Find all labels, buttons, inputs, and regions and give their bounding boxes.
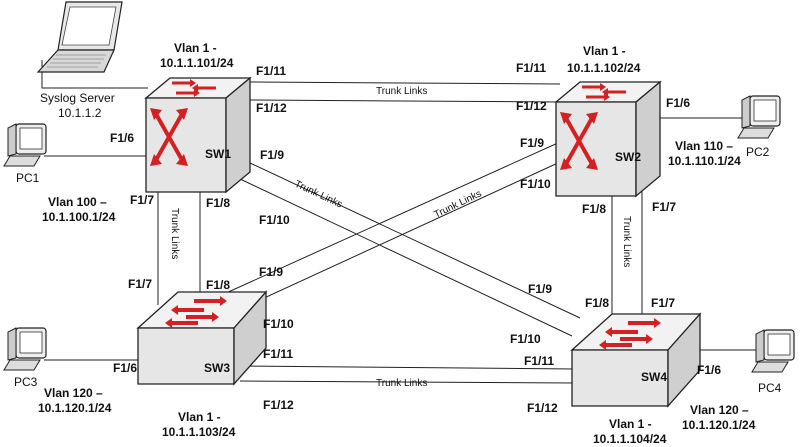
laptop-icon [36, 1, 123, 73]
port-sw3-f112: F1/12 [263, 398, 294, 412]
trunk-label-sw3-sw4: Trunk Links [376, 378, 427, 389]
port-sw1-f112: F1/12 [256, 101, 287, 115]
port-sw2-f16: F1/6 [666, 96, 690, 110]
port-sw3-f111: F1/11 [263, 347, 293, 361]
pc3-name-label: PC3 [14, 375, 38, 389]
port-sw4-f111: F1/11 [524, 354, 554, 368]
port-sw4-f112: F1/12 [527, 401, 558, 415]
link-sw3-sw4-f111 [239, 365, 576, 370]
link-sw2-sw3-f19 [214, 141, 561, 299]
sw3-switch-icon [136, 290, 268, 386]
link-sw1-sw4-f19 [247, 161, 581, 319]
port-sw4-f110: F1/10 [510, 332, 541, 346]
pc2-name-label: PC2 [746, 145, 770, 159]
link-sw1-sw2-f111 [247, 81, 561, 85]
port-sw4-f16: F1/6 [697, 363, 721, 377]
port-sw1-f110: F1/10 [259, 213, 290, 227]
sw1-vlan-label: Vlan 1 - [174, 41, 217, 55]
port-sw2-f17: F1/7 [652, 200, 676, 214]
links [41, 60, 760, 384]
pc4-name-label: PC4 [758, 381, 782, 395]
sw1-switch-icon [144, 76, 252, 194]
port-sw2-f110: F1/10 [520, 177, 551, 191]
port-sw2-f112: F1/12 [516, 99, 547, 113]
sw2-switch-icon [554, 80, 662, 198]
port-sw4-f17: F1/7 [651, 296, 675, 310]
port-sw3-f17: F1/7 [128, 277, 152, 291]
sw4-vlan-label: Vlan 1 - [609, 417, 652, 431]
sw3-label: SW3 [204, 361, 230, 375]
sw3-vlan-label: Vlan 1 - [178, 410, 221, 424]
syslog-ip-label: 10.1.1.2 [58, 106, 102, 120]
port-sw1-f16: F1/6 [110, 131, 134, 145]
port-sw3-f19: F1/9 [259, 265, 283, 279]
port-sw3-f110: F1/10 [263, 317, 294, 331]
pc4-vlan-label: Vlan 120 – [690, 403, 749, 417]
pc4-ip-label: 10.1.120.1/24 [682, 418, 756, 432]
syslog-name-label: Syslog Server [40, 91, 115, 105]
link-sw3-sw4-f112 [239, 380, 576, 384]
sw2-vlan-label: Vlan 1 - [583, 44, 626, 58]
sw4-label: SW4 [641, 370, 667, 384]
pc3-icon [3, 327, 47, 371]
sw2-ip-label: 10.1.1.102/24 [567, 61, 641, 75]
sw4-switch-icon [570, 312, 702, 408]
trunk-label-sw1-sw2: Trunk Links [376, 86, 427, 97]
sw1-ip-label: 10.1.1.101/24 [160, 56, 234, 70]
port-sw1-f111: F1/11 [256, 64, 286, 78]
trunk-label-sw1-sw4: Trunk Links [293, 179, 344, 211]
sw1-label: SW1 [205, 147, 231, 161]
port-sw4-f18: F1/8 [585, 296, 609, 310]
trunk-label-sw1-sw3: Trunk Links [169, 208, 180, 259]
port-sw2-f19: F1/9 [520, 136, 544, 150]
sw4-ip-label: 10.1.1.104/24 [593, 432, 667, 446]
pc2-vlan-label: Vlan 110 – [675, 139, 733, 153]
pc1-ip-label: 10.1.100.1/24 [42, 210, 116, 224]
port-sw1-f17: F1/7 [130, 193, 154, 207]
link-sw1-sw2-f112 [247, 99, 561, 103]
link-sw2-sw3-f110 [237, 161, 561, 311]
port-sw3-f18: F1/8 [206, 278, 230, 292]
link-sw1-sw4-f110 [237, 177, 573, 337]
port-sw1-f18: F1/8 [206, 196, 230, 210]
pc1-name-label: PC1 [16, 171, 40, 185]
pc2-icon [737, 95, 781, 139]
port-sw2-f111: F1/11 [516, 61, 546, 75]
port-sw2-f18: F1/8 [582, 202, 606, 216]
trunk-label-sw2-sw4: Trunk Links [621, 216, 632, 267]
pc2-ip-label: 10.1.110.1/24 [668, 154, 741, 168]
pc1-vlan-label: Vlan 100 – [48, 195, 107, 209]
pc3-vlan-label: Vlan 120 – [44, 386, 103, 400]
port-sw4-f19: F1/9 [528, 282, 552, 296]
sw2-label: SW2 [615, 150, 641, 164]
port-sw3-f16: F1/6 [113, 361, 137, 375]
port-sw1-f19: F1/9 [260, 148, 284, 162]
pc3-ip-label: 10.1.120.1/24 [38, 401, 112, 415]
sw3-ip-label: 10.1.1.103/24 [162, 425, 236, 439]
pc1-icon [3, 123, 47, 167]
pc4-icon [751, 329, 795, 373]
trunk-label-sw2-sw3: Trunk Links [432, 188, 483, 220]
